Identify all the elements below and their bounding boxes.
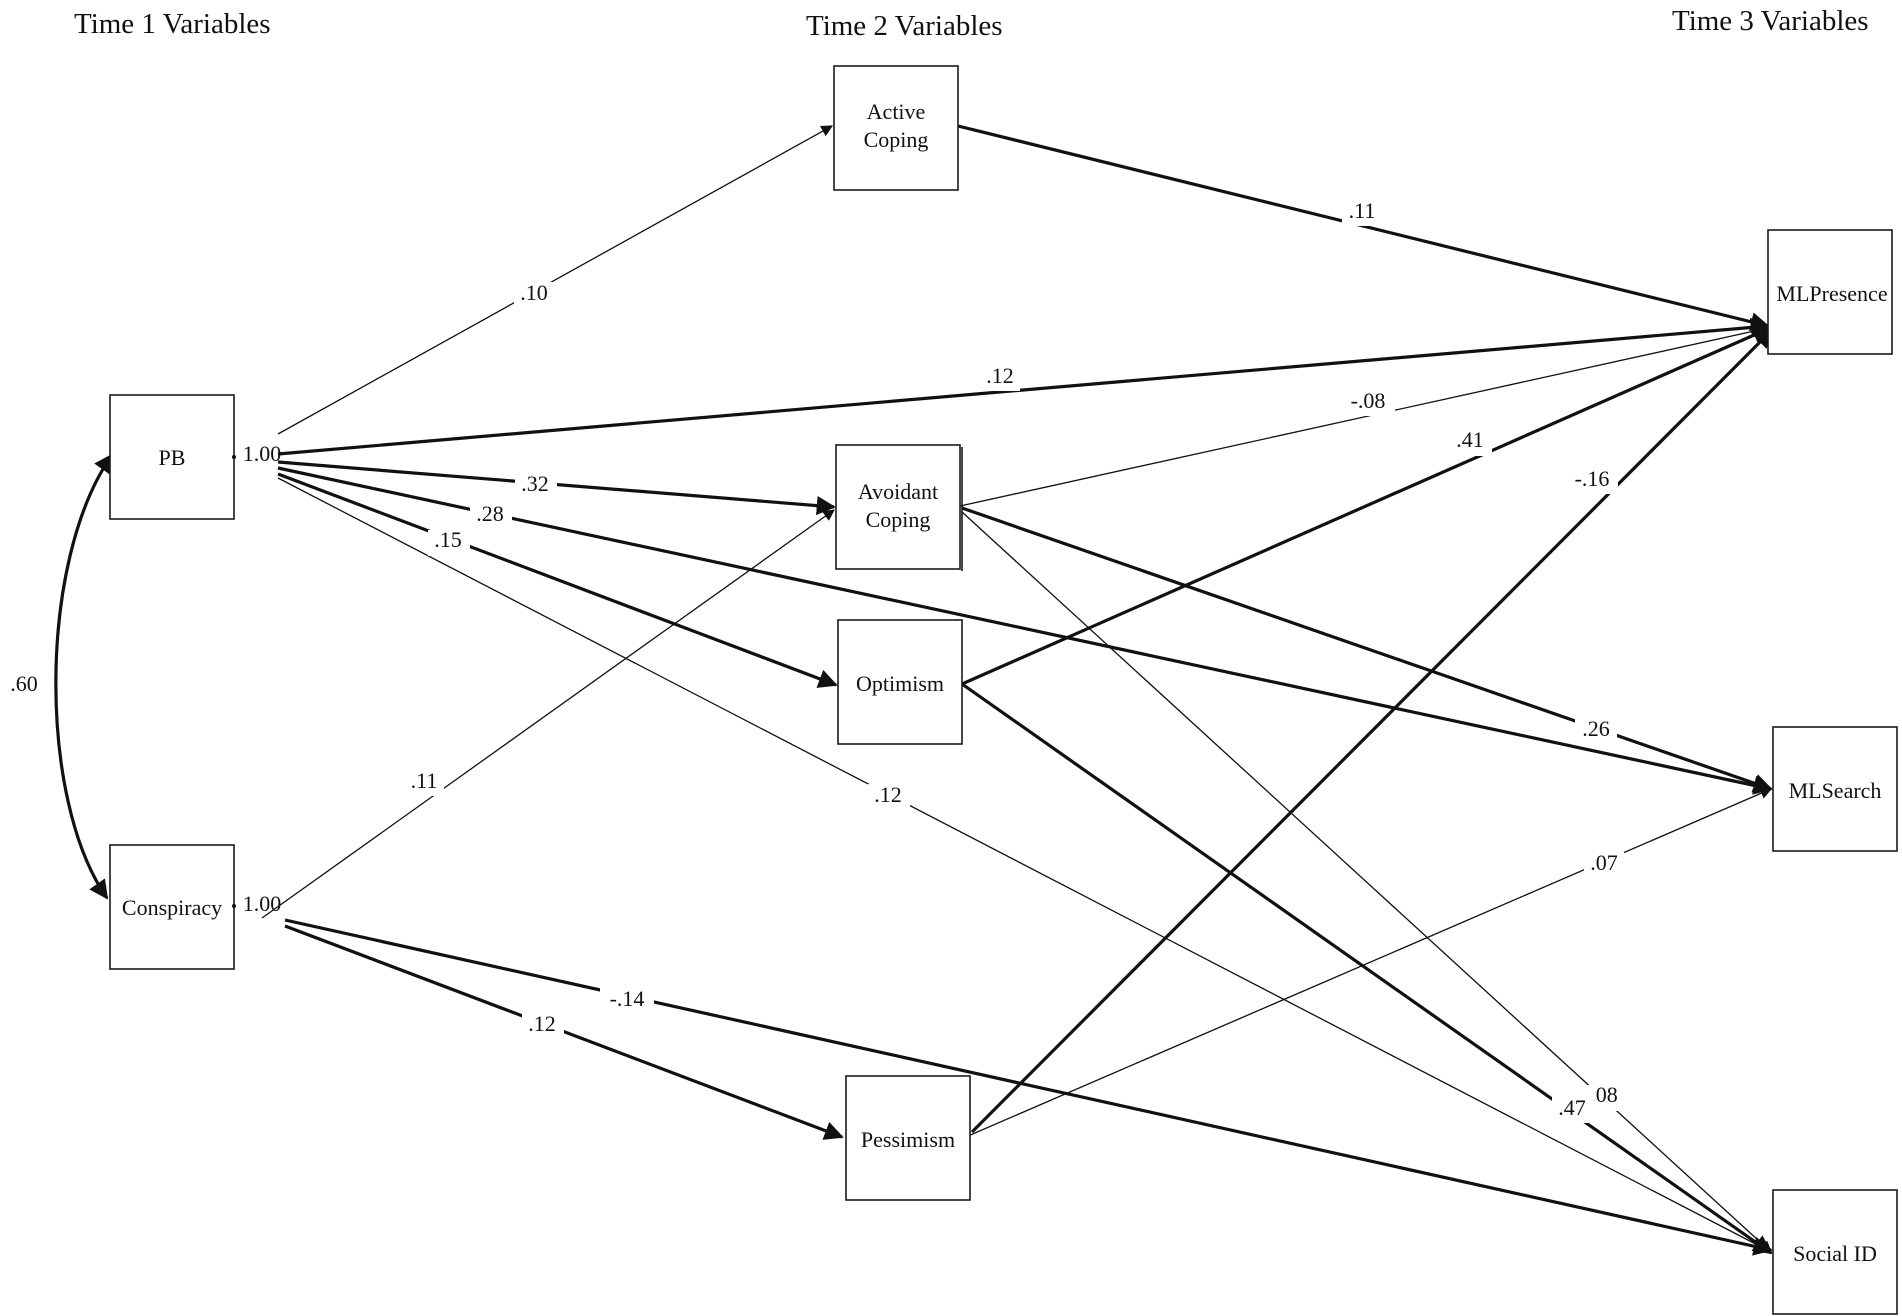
coef-consp-pessimism: .12 (528, 1011, 556, 1036)
coef-pb-conspiracy: .60 (10, 671, 38, 696)
edge-pb-active (277, 125, 834, 435)
loading-pb: 1.00 (243, 441, 282, 466)
coef-optimism-presence: .41 (1456, 427, 1484, 452)
edge-pb-optimism (277, 472, 838, 688)
node-active-coping-label-1: Active (867, 99, 926, 124)
node-conspiracy-label: Conspiracy (122, 895, 222, 920)
loading-conspiracy: 1.00 (243, 891, 282, 916)
coef-pb-active: .10 (520, 280, 548, 305)
time1-header: Time 1 Variables (74, 8, 271, 40)
edge-optimism-presence (961, 326, 1772, 686)
node-ml-presence-label: MLPresence (1776, 281, 1887, 306)
node-active-coping: Active Coping (833, 65, 959, 191)
edge-pb-social (277, 477, 1773, 1253)
edge-pb-search (277, 466, 1773, 795)
node-optimism-label: Optimism (856, 671, 944, 696)
coef-optimism-social: .47 (1558, 1095, 1586, 1120)
coef-pb-social: .12 (874, 782, 902, 807)
time3-header: Time 3 Variables (1672, 5, 1869, 37)
coef-pb-avoidant: .32 (521, 471, 549, 496)
coefficient-labels: .60 .10 .12 .32 .28 .15 .12 .11 .12 -.14… (6, 198, 1624, 1123)
node-optimism: Optimism (837, 619, 963, 745)
node-avoidant-coping: Avoidant Coping (835, 444, 963, 571)
coef-avoidant-presence: -.08 (1351, 388, 1386, 413)
node-pessimism-label: Pessimism (861, 1127, 955, 1152)
edge-optimism-social (961, 682, 1773, 1255)
node-social-id: Social ID (1772, 1189, 1898, 1315)
edge-consp-social (284, 918, 1773, 1256)
edge-pessimism-presence (970, 328, 1774, 1134)
coef-avoidant-social: .08 (1590, 1082, 1618, 1107)
node-ml-search-label: MLSearch (1789, 778, 1882, 803)
time2-header: Time 2 Variables (806, 10, 1003, 42)
coef-pb-presence: .12 (986, 363, 1014, 388)
edge-avoidant-social (961, 511, 1772, 1253)
node-pb-label: PB (159, 445, 186, 470)
coef-pessimism-search: .07 (1590, 850, 1618, 875)
coef-pessimism-presence: -.16 (1575, 466, 1610, 491)
edge-consp-avoidant (261, 509, 835, 919)
node-social-id-label: Social ID (1793, 1241, 1877, 1266)
node-conspiracy: Conspiracy (109, 844, 235, 970)
node-avoidant-coping-label-1: Avoidant (858, 479, 938, 504)
coef-pb-optimism: .15 (434, 527, 462, 552)
node-pessimism: Pessimism (845, 1075, 971, 1201)
coef-pb-search: .28 (476, 501, 504, 526)
coef-consp-avoidant: .11 (411, 768, 438, 793)
node-ml-search: MLSearch (1772, 726, 1898, 852)
edge-pb-conspiracy (54, 453, 114, 900)
node-avoidant-coping-label-2: Coping (866, 507, 931, 532)
edge-pessimism-search (967, 787, 1773, 1137)
node-pb: PB (109, 394, 235, 520)
edge-pb-presence (277, 317, 1770, 456)
edge-avoidant-presence (959, 324, 1770, 507)
node-active-coping-label-2: Coping (864, 127, 929, 152)
edges (54, 124, 1774, 1256)
edge-avoidant-search (961, 506, 1773, 793)
coef-avoidant-search: .26 (1582, 716, 1610, 741)
node-ml-presence: MLPresence (1767, 229, 1893, 355)
coef-active-presence: .11 (1349, 198, 1376, 223)
coef-consp-social: -.14 (610, 986, 645, 1011)
